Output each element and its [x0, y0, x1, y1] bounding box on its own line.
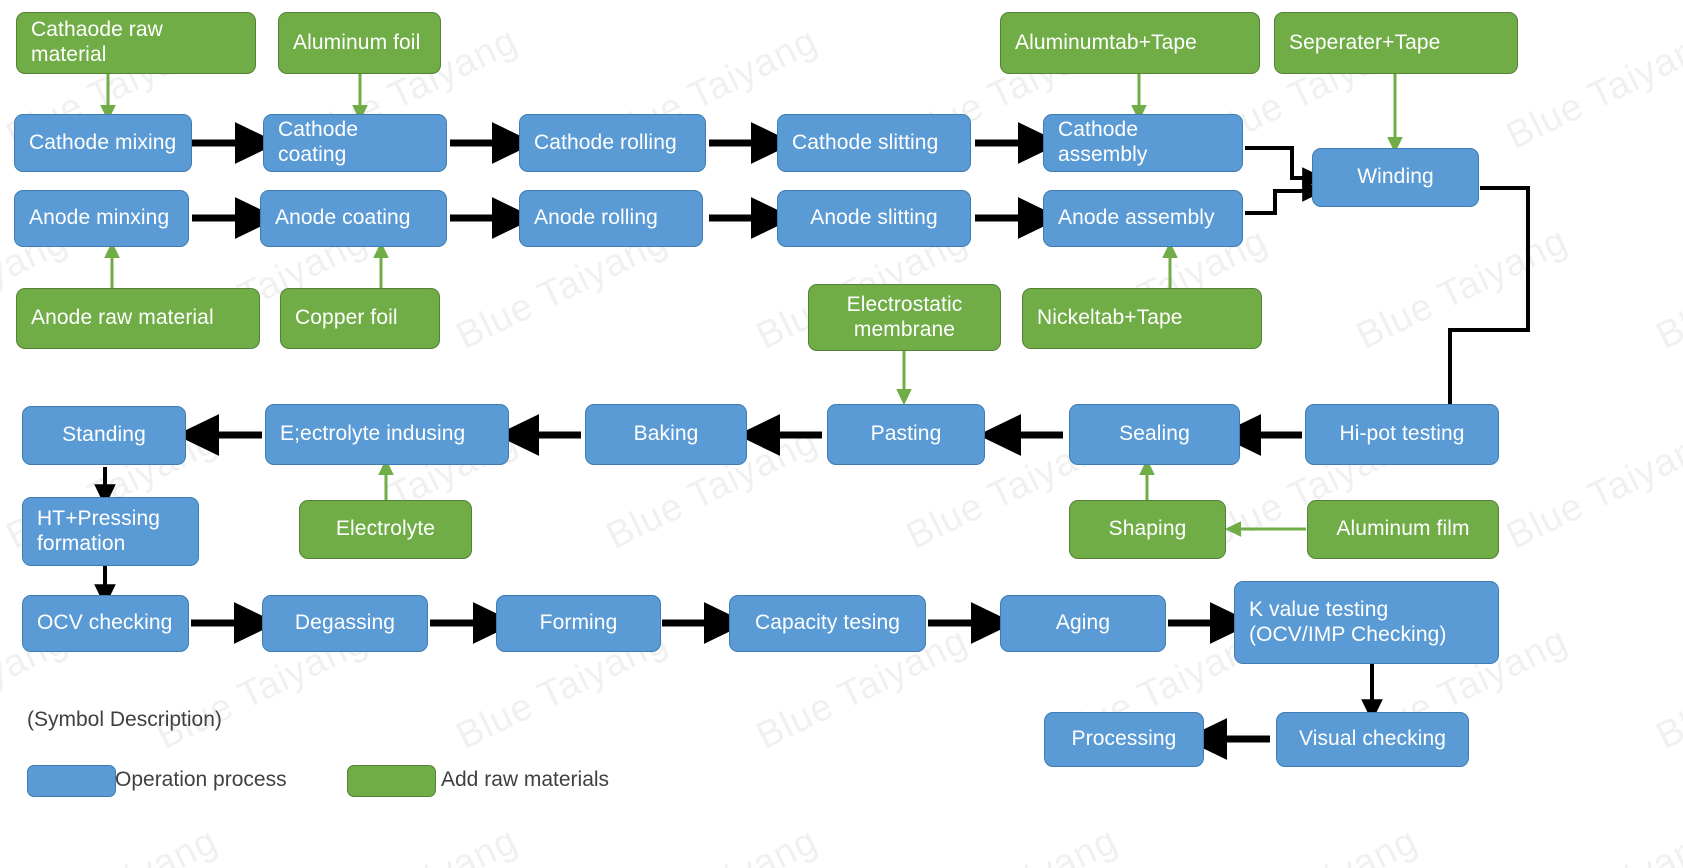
node-anode-raw-material[interactable]: Anode raw material	[16, 288, 260, 349]
material-arrows	[100, 74, 1403, 537]
node-cathode-mixing[interactable]: Cathode mixing	[14, 114, 192, 172]
edge-anode-assembly-to-winding	[1245, 180, 1325, 215]
node-anode-coating[interactable]: Anode coating	[260, 190, 447, 247]
node-capacity-testing[interactable]: Capacity tesing	[729, 595, 926, 652]
node-pasting[interactable]: Pasting	[827, 404, 985, 465]
node-ocv-checking[interactable]: OCV checking	[22, 595, 189, 652]
node-aluminum-foil[interactable]: Aluminum foil	[278, 12, 441, 74]
node-anode-assembly[interactable]: Anode assembly	[1043, 190, 1243, 247]
legend-swatch-add-raw-materials	[347, 765, 436, 797]
node-electrolyte-infusing[interactable]: E;ectrolyte indusing	[265, 404, 509, 465]
legend-label-operation-process: Operation process	[115, 768, 287, 791]
node-electrostatic-membrane[interactable]: Electrostatic membrane	[808, 284, 1001, 351]
node-anode-slitting[interactable]: Anode slitting	[777, 190, 971, 247]
node-standing[interactable]: Standing	[22, 406, 186, 465]
legend-swatch-operation-process	[27, 765, 116, 797]
node-k-value-testing[interactable]: K value testing (OCV/IMP Checking)	[1234, 581, 1499, 664]
node-seperater-tape[interactable]: Seperater+Tape	[1274, 12, 1518, 74]
node-processing[interactable]: Processing	[1044, 712, 1204, 767]
node-ht-pressing-formation[interactable]: HT+Pressing formation	[22, 497, 199, 566]
node-copper-foil[interactable]: Copper foil	[280, 288, 440, 349]
legend-caption: (Symbol Description)	[27, 708, 222, 731]
node-cathode-coating[interactable]: Cathode coating	[263, 114, 447, 172]
node-shaping[interactable]: Shaping	[1069, 500, 1226, 559]
node-cathode-raw-material[interactable]: Cathaode raw material	[16, 12, 256, 74]
edge-cathode-assembly-to-winding	[1245, 146, 1325, 189]
elbow-arrows	[94, 146, 1530, 722]
node-anode-rolling[interactable]: Anode rolling	[519, 190, 703, 247]
node-anode-mixing[interactable]: Anode minxing	[14, 190, 189, 247]
node-degassing[interactable]: Degassing	[262, 595, 428, 652]
node-visual-checking[interactable]: Visual checking	[1276, 712, 1469, 767]
node-hipot-testing[interactable]: Hi-pot testing	[1305, 404, 1499, 465]
node-cathode-rolling[interactable]: Cathode rolling	[519, 114, 706, 172]
node-forming[interactable]: Forming	[496, 595, 661, 652]
node-sealing[interactable]: Sealing	[1069, 404, 1240, 465]
node-winding[interactable]: Winding	[1312, 148, 1479, 207]
node-electrolyte[interactable]: Electrolyte	[299, 500, 472, 559]
process-arrows	[175, 122, 1302, 760]
edge-winding-to-hipot	[1439, 186, 1530, 438]
node-cathode-slitting[interactable]: Cathode slitting	[777, 114, 971, 172]
node-aluminum-film[interactable]: Aluminum film	[1307, 500, 1499, 559]
node-cathode-assembly[interactable]: Cathode assembly	[1043, 114, 1243, 172]
node-baking[interactable]: Baking	[585, 404, 747, 465]
node-nickeltab-tape[interactable]: Nickeltab+Tape	[1022, 288, 1262, 349]
node-aging[interactable]: Aging	[1000, 595, 1166, 652]
node-aluminumtab-tape[interactable]: Aluminumtab+Tape	[1000, 12, 1260, 74]
legend-label-add-raw-materials: Add raw materials	[441, 768, 610, 791]
